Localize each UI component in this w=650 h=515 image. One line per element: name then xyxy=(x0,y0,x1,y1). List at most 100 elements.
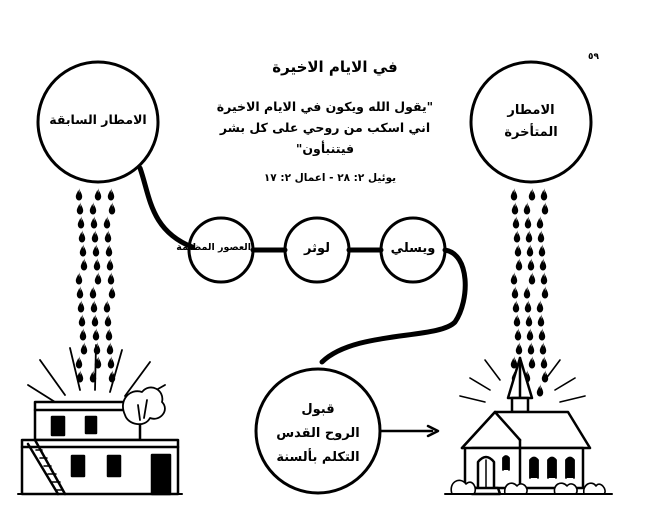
rain-drop xyxy=(104,314,112,327)
rain-drop xyxy=(76,202,84,215)
rain-drop xyxy=(510,188,518,201)
rain-drop xyxy=(513,230,521,243)
rain-drop xyxy=(528,356,536,369)
rain-drop xyxy=(78,230,86,243)
rain-drop xyxy=(539,342,547,355)
arrow-to-church xyxy=(379,424,440,438)
rain-drop xyxy=(539,258,547,271)
rain-drop xyxy=(77,216,85,229)
dark-ages-label: العصور المظلمة xyxy=(176,242,251,253)
rain-drop xyxy=(104,230,112,243)
reception-label: قبول الروح القدس التكلم بألسنة xyxy=(258,398,378,470)
rain-drop xyxy=(76,286,84,299)
rain-drop xyxy=(105,244,113,257)
rain-drop xyxy=(107,188,115,201)
former-rain-label: الامطار السابقة xyxy=(49,112,147,127)
rain-drop xyxy=(526,328,534,341)
rain-drop xyxy=(94,188,102,201)
verse-text: "يقول الله ويكون في الايام الاخيرة اني ا… xyxy=(180,96,470,159)
rain-drop xyxy=(89,286,97,299)
rain-drop xyxy=(75,272,83,285)
rain-drop xyxy=(75,356,83,369)
verse-line-3: فيتنبأون" xyxy=(295,141,355,156)
rain-drop xyxy=(513,314,521,327)
rain-drop xyxy=(90,300,98,313)
rain-drop xyxy=(540,188,548,201)
rain-drop xyxy=(106,258,114,271)
rain-drop xyxy=(514,244,522,257)
rain-drop xyxy=(105,328,113,341)
rain-drop xyxy=(538,328,546,341)
rain-drop xyxy=(77,300,85,313)
reception-label-line-3: التكلم بألسنة xyxy=(276,450,360,465)
rain-drop xyxy=(108,202,116,215)
rain-drop xyxy=(91,314,99,327)
rain-drop xyxy=(537,230,545,243)
former-rain-circle xyxy=(36,60,160,184)
rain-drop xyxy=(93,258,101,271)
rain-drop xyxy=(90,216,98,229)
rain-drop xyxy=(537,314,545,327)
rain-drop xyxy=(527,258,535,271)
rain-drop xyxy=(94,272,102,285)
verse-line-1: "يقول الله ويكون في الايام الاخيرة xyxy=(216,99,434,114)
rain-drop xyxy=(91,230,99,243)
rain-drop xyxy=(510,272,518,285)
verse-line-2: اني اسكب من روحي على كل بشر xyxy=(219,120,431,135)
rain-drop xyxy=(79,328,87,341)
rain-drop xyxy=(524,216,532,229)
rain-drop xyxy=(541,286,549,299)
rain-drop xyxy=(540,272,548,285)
wesley-label: ويسلي xyxy=(390,241,436,256)
rain-drop xyxy=(78,314,86,327)
rain-drop xyxy=(515,342,523,355)
rain-drop xyxy=(92,328,100,341)
rain-drop xyxy=(524,300,532,313)
rain-drop xyxy=(107,356,115,369)
connector-former-to-dark-ages xyxy=(137,165,195,250)
rain-drop xyxy=(89,202,97,215)
rain-drop xyxy=(103,300,111,313)
house-illustration xyxy=(17,344,183,496)
reception-label-line-2: الروح القدس xyxy=(276,426,360,441)
rain-drop xyxy=(106,342,114,355)
rain-drop xyxy=(108,286,116,299)
rain-drop xyxy=(80,342,88,355)
rain-drops-right xyxy=(510,188,549,397)
latter-rain-label: الامطار المتأخرة xyxy=(481,100,581,144)
rain-drop xyxy=(514,328,522,341)
rain-drop xyxy=(93,342,101,355)
rain-drop xyxy=(528,188,536,201)
rain-drop xyxy=(527,342,535,355)
rain-drop xyxy=(92,244,100,257)
rain-drop xyxy=(538,244,546,257)
scripture-reference: يوئيل ٢: ٢٨ - اعمال ٢: ١٧ xyxy=(263,172,397,184)
rain-drop xyxy=(511,202,519,215)
rain-drop xyxy=(525,314,533,327)
connector-wesley-to-reception xyxy=(319,247,468,365)
rain-drop xyxy=(79,244,87,257)
church-illustration xyxy=(444,356,613,496)
rain-drop xyxy=(515,258,523,271)
rain-drop xyxy=(536,384,544,397)
rain-drop xyxy=(541,202,549,215)
rain-drop xyxy=(512,300,520,313)
rain-drop xyxy=(536,300,544,313)
latter-rain-label-line-2: المتأخرة xyxy=(504,125,558,140)
rain-drop xyxy=(512,216,520,229)
rain-drop xyxy=(103,216,111,229)
rain-drop xyxy=(526,244,534,257)
reception-label-line-1: قبول xyxy=(301,402,335,417)
rain-drop xyxy=(540,356,548,369)
rain-drop xyxy=(107,272,115,285)
rain-drop xyxy=(80,258,88,271)
rain-drop xyxy=(511,286,519,299)
rain-drop xyxy=(523,286,531,299)
rain-drop xyxy=(528,272,536,285)
rain-drop xyxy=(75,188,83,201)
page-number: ٥٩ xyxy=(588,52,599,62)
rain-drop xyxy=(523,202,531,215)
latter-rain-circle xyxy=(469,60,593,184)
